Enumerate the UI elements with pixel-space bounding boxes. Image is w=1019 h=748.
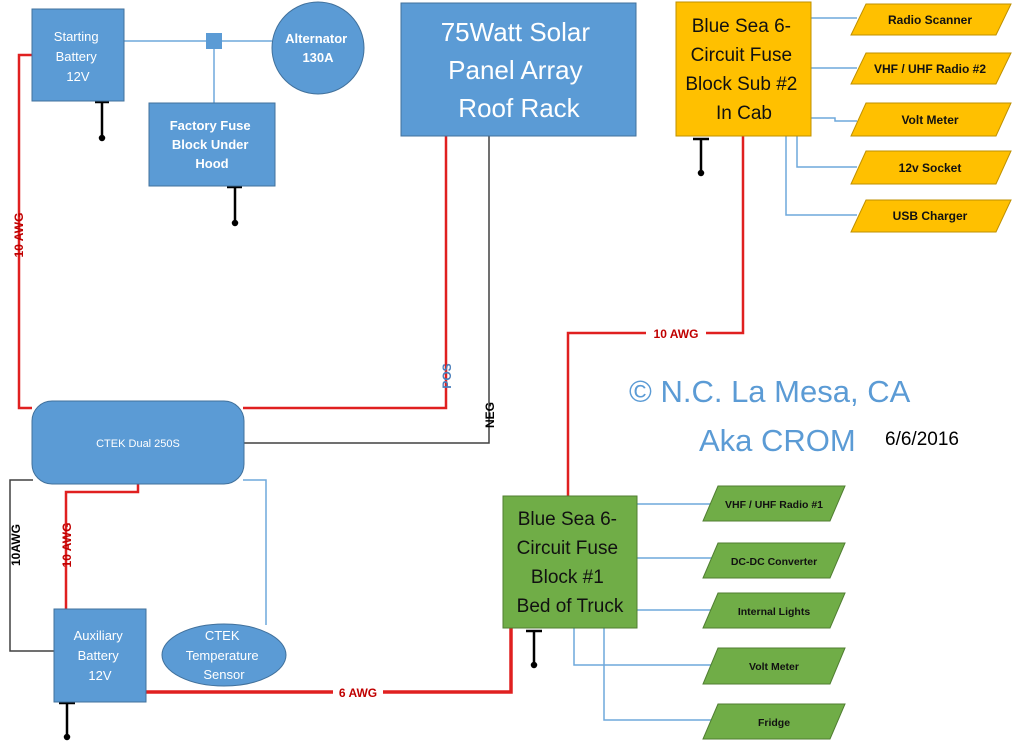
fuse1-load-vhf-radio-1 [702,485,846,522]
factory-fuse-label: Factory Fuse Block Under Hood [170,118,255,171]
starting-battery-box [31,8,125,102]
label-mid-10awg: 10 AWG [654,327,699,341]
fuse1-load-label: Internal Lights [738,606,810,618]
label-6awg: 6 AWG [339,686,377,700]
sub2-load-volt-meter [850,102,1012,137]
fuse1-load-label: VHF / UHF Radio #1 [725,499,823,511]
fuse1-load-fridge [702,703,846,740]
watermark-line1: © N.C. La Mesa, CA [629,374,911,409]
aux-battery-box [53,608,147,703]
sub2-load-label: 12v Socket [899,161,962,175]
label-neg: NEG [483,402,497,428]
top-blue-wires [124,40,272,103]
sub2-load-label: USB Charger [893,209,968,223]
label-left-10awg: 10 AWG [12,213,26,258]
wire-solar-neg [243,136,490,444]
fuse1-load-internal-lights [702,592,846,629]
fuse-block-1-label: Blue Sea 6- Circuit Fuse Block #1 Bed of… [517,509,624,617]
fuse1-load-label: Fridge [758,717,790,729]
fuse1-load-volt-meter [702,647,846,685]
sub2-load-usb-charger [850,199,1012,233]
label-black-10awg: 10AWG [9,524,23,566]
fuse1-load-dc-dc-converter [702,542,846,579]
wire-temp-sensor [243,479,267,625]
temp-sensor-label: CTEK Temperature Sensor [186,628,263,682]
watermark-date: 6/6/2016 [885,429,959,450]
wire-aux-10awg [64,484,140,609]
fuse-block-1-box [502,495,638,629]
sub2-loads: Radio Scanner VHF / UHF Radio #2 Volt Me… [850,3,1012,233]
fuse1-load-label: Volt Meter [749,661,799,673]
junction-block [206,33,222,49]
sub2-load-label: Radio Scanner [888,13,972,27]
ground-symbols [59,100,709,741]
fuse1-load-label: DC-DC Converter [731,556,817,568]
watermark-line2: Aka CROM [699,423,856,458]
sub2-load-vhf-radio-2 [850,52,1012,85]
alternator-label: Alternator 130A [285,31,351,65]
label-pos: POS [440,363,454,388]
sub2-load-label: VHF / UHF Radio #2 [874,62,986,76]
sub2-branch-wires [785,17,857,216]
solar-panel-box [400,2,637,137]
sub2-load-radio-scanner [850,3,1012,36]
label-aux-10awg: 10 AWG [60,523,74,568]
sub2-load-12v-socket [850,150,1012,185]
fuse1-branch-wires [573,503,715,721]
wire-left-10awg [17,53,32,410]
temp-sensor-ellipse [161,623,287,687]
ctek-charger-box [31,400,245,485]
sub2-load-label: Volt Meter [901,113,958,127]
6awg-label-bg [333,685,383,700]
solar-panel-label: 75Watt Solar Panel Array Roof Rack [441,17,598,123]
alternator-circle [271,1,365,95]
wire-solar-pos [243,136,448,410]
wire-6awg [146,628,513,694]
starting-battery-label: Starting Battery 12V [54,29,102,84]
aux-battery-label: Auxiliary Battery 12V [74,628,127,683]
fuse-block-sub2-box [675,1,812,137]
ctek-charger-label: CTEK Dual 250S [96,438,180,450]
wire-black-10awg [9,479,54,652]
mid-10awg-label-bg [646,325,706,342]
fuse1-loads: VHF / UHF Radio #1 DC-DC Converter Inter… [702,485,846,740]
fuse-block-sub2-label: Blue Sea 6- Circuit Fuse Block Sub #2 In… [685,16,802,124]
factory-fuse-box [148,102,276,187]
